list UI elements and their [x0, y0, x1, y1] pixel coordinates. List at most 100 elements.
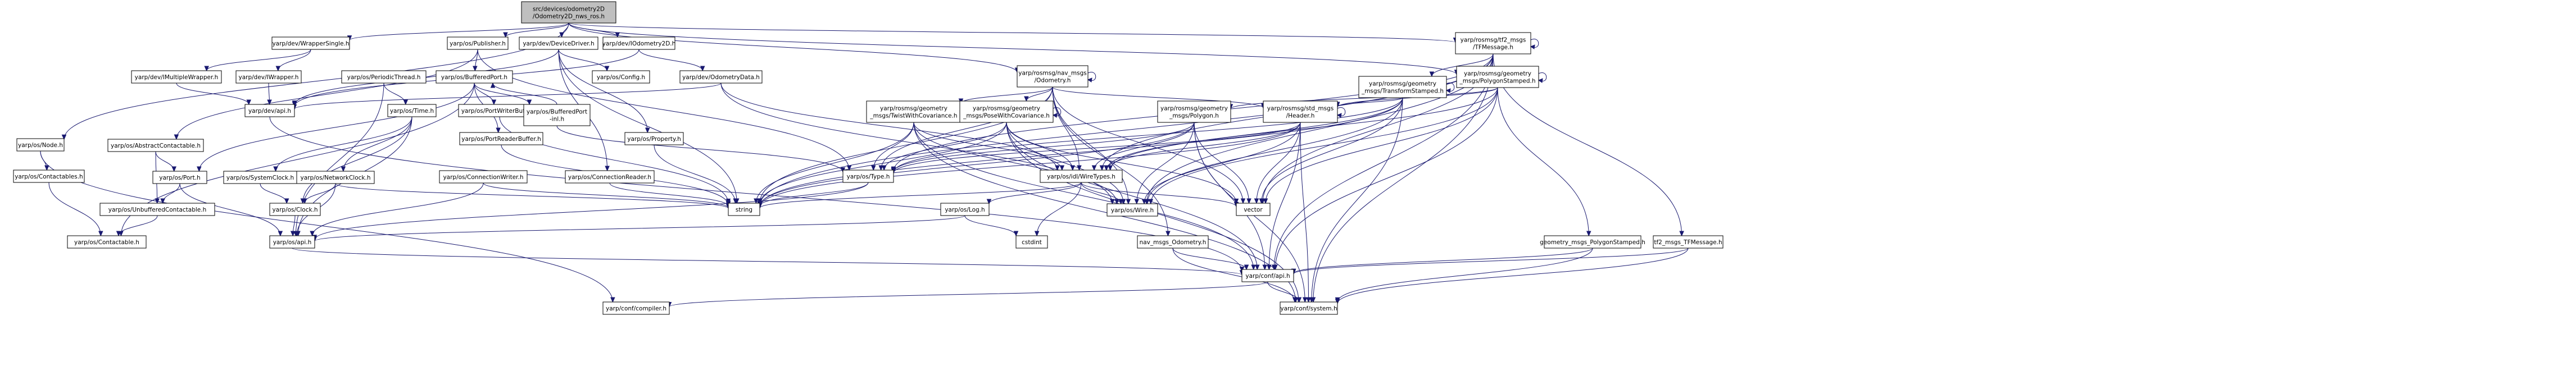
node-Port[interactable]: yarp/os/Port.h	[152, 171, 207, 184]
node-box	[447, 36, 509, 50]
node-Contactable[interactable]: yarp/os/Contactable.h	[67, 235, 147, 249]
node-IWrapper[interactable]: yarp/dev/IWrapper.h	[235, 70, 302, 84]
node-box	[459, 132, 543, 145]
node-Time[interactable]: yarp/os/Time.h	[387, 104, 437, 117]
node-confSystem[interactable]: yarp/conf/system.h	[1280, 301, 1338, 315]
edge-BufferedPort-to-BufferedPortInl	[474, 83, 532, 106]
node-box	[269, 203, 321, 216]
node-label: yarp/conf/system.h	[1280, 305, 1337, 312]
node-geomPolygonStamped[interactable]: geometry_msgs_PolygonStamped.h	[1540, 235, 1645, 249]
node-cstdint[interactable]: cstdint	[1015, 235, 1048, 249]
node-label: yarp/rosmsg/nav_msgs	[1018, 70, 1086, 77]
node-osApi[interactable]: yarp/os/api.h	[269, 235, 315, 249]
edge-DeviceDriver-to-Config	[558, 49, 610, 72]
node-tf2TFMessage[interactable]: yarp/rosmsg/tf2_msgs/TFMessage.h	[1455, 32, 1531, 54]
node-idlWireTypes[interactable]: yarp/os/idl/WireTypes.h	[1040, 170, 1123, 183]
node-Polygon[interactable]: yarp/rosmsg/geometry_msgs/Polygon.h	[1157, 100, 1231, 123]
edge-TransformStamped-to-idlWireTypes	[1104, 97, 1403, 171]
node-box	[269, 235, 315, 249]
node-AbstractContactable[interactable]: yarp/os/AbstractContactable.h	[107, 139, 204, 152]
node-BufferedPortInl[interactable]: yarp/os/BufferedPort-inl.h	[523, 104, 591, 126]
edge-BufferedPortInl-to-BufferedPort	[490, 82, 557, 105]
node-TransformStamped[interactable]: yarp/rosmsg/geometry_msgs/TransformStamp…	[1358, 76, 1447, 98]
node-label: yarp/dev/api.h	[248, 108, 291, 115]
node-label: /TFMessage.h	[1473, 44, 1513, 51]
node-stdHeader[interactable]: yarp/rosmsg/std_msgs/Header.h	[1263, 100, 1338, 123]
node-confCompiler[interactable]: yarp/conf/compiler.h	[602, 301, 670, 315]
node-NetworkClock[interactable]: yarp/os/NetworkClock.h	[296, 171, 375, 184]
node-root: src/devices/odometry2D/Odometry2D_nws_ro…	[521, 1, 616, 24]
node-box	[107, 139, 204, 152]
node-BufferedPort[interactable]: yarp/os/BufferedPort.h	[436, 70, 513, 84]
edge-Log-to-cstdint	[964, 215, 1019, 237]
node-TwistWithCovariance[interactable]: yarp/rosmsg/geometry_msgs/TwistWithCovar…	[866, 100, 962, 123]
node-label: yarp/rosmsg/geometry	[1369, 81, 1436, 88]
edge-navOdometry-to-Wire	[1052, 86, 1131, 205]
edge-PolygonStamped-to-PolygonStamped	[1538, 72, 1547, 83]
node-label: yarp/os/idl/WireTypes.h	[1047, 173, 1115, 180]
node-ConnectionReader[interactable]: yarp/os/ConnectionReader.h	[565, 170, 655, 184]
edge-geomPolygonStamped-to-confApi	[1291, 248, 1593, 274]
node-OdometryData[interactable]: yarp/dev/OdometryData.h	[679, 70, 763, 84]
node-PortReaderBuffer[interactable]: yarp/os/PortReaderBuffer.h	[459, 132, 543, 145]
node-label: yarp/rosmsg/geometry	[880, 106, 947, 112]
node-box	[959, 100, 1054, 123]
node-string[interactable]: string	[728, 203, 760, 216]
node-Publisher[interactable]: yarp/os/Publisher.h	[447, 36, 509, 50]
node-label: string	[736, 207, 752, 213]
edge-PortWriterBuffer-to-string	[499, 116, 731, 204]
edge-DeviceDriver-to-Property	[558, 49, 650, 134]
node-navOdometry[interactable]: yarp/rosmsg/nav_msgs/Odometry.h	[1017, 65, 1089, 88]
node-label: tf2_msgs_TFMessage.h	[1654, 239, 1722, 246]
node-PeriodicThread[interactable]: yarp/os/PeriodicThread.h	[341, 70, 427, 84]
node-box	[1455, 32, 1531, 54]
node-ConnectionWriter[interactable]: yarp/os/ConnectionWriter.h	[439, 170, 528, 184]
node-confApi[interactable]: yarp/conf/api.h	[1241, 269, 1294, 282]
node-PoseWithCovariance[interactable]: yarp/rosmsg/geometry_msgs/PoseWithCovari…	[959, 100, 1054, 123]
edge-TwistWithCovariance-to-idlWireTypes	[913, 122, 1065, 171]
node-box	[1106, 203, 1158, 217]
node-Contactables[interactable]: yarp/os/Contactables.h	[13, 170, 85, 183]
node-box	[16, 138, 65, 152]
edge-Polygon-to-vector	[1194, 122, 1251, 204]
node-IOdometry2D[interactable]: yarp/dev/IOdometry2D.h	[602, 36, 676, 50]
node-Config[interactable]: yarp/os/Config.h	[592, 70, 650, 84]
node-Node[interactable]: yarp/os/Node.h	[16, 138, 65, 152]
node-devApi[interactable]: yarp/dev/api.h	[244, 104, 295, 117]
node-UnbufferedContactable[interactable]: yarp/os/UnbufferedContactable.h	[99, 203, 215, 216]
edge-root-to-tf2TFMessage	[568, 22, 1458, 43]
node-box	[728, 203, 760, 216]
edge-BufferedPortInl-to-Type	[556, 125, 846, 173]
node-Clock[interactable]: yarp/os/Clock.h	[269, 203, 321, 216]
node-Type[interactable]: yarp/os/Type.h	[842, 170, 894, 183]
edge-PoseWithCovariance-to-PoseWithCovariance	[1052, 107, 1062, 118]
node-label: yarp/rosmsg/geometry	[1160, 106, 1228, 112]
node-DeviceDriver[interactable]: yarp/dev/DeviceDriver.h	[519, 36, 598, 50]
node-box	[1015, 235, 1048, 249]
node-navMsgsOdometry[interactable]: nav_msgs_Odometry.h	[1137, 235, 1209, 249]
node-Log[interactable]: yarp/os/Log.h	[940, 203, 990, 216]
node-PolygonStamped[interactable]: yarp/rosmsg/geometry_msgs/PolygonStamped…	[1456, 66, 1539, 88]
node-SystemClock[interactable]: yarp/os/SystemClock.h	[223, 171, 297, 184]
node-label: yarp/dev/IMultipleWrapper.h	[135, 74, 219, 81]
node-tf2MsgsTFMessage[interactable]: tf2_msgs_TFMessage.h	[1653, 235, 1724, 249]
node-box	[1653, 235, 1724, 249]
node-Property[interactable]: yarp/os/Property.h	[624, 132, 684, 145]
node-label: yarp/os/api.h	[273, 239, 312, 246]
node-label: _msgs/TransformStamped.h	[1361, 88, 1444, 95]
node-box	[341, 70, 427, 84]
node-Wire[interactable]: yarp/os/Wire.h	[1106, 203, 1158, 217]
node-label: yarp/rosmsg/geometry	[973, 106, 1040, 112]
node-label: yarp/os/PortReaderBuffer.h	[461, 136, 541, 143]
edge-stdHeader-to-Wire	[1141, 122, 1301, 205]
edge-navOdometry-to-PoseWithCovariance	[1024, 86, 1053, 102]
edge-IWrapper-to-devApi	[267, 83, 272, 106]
node-PortWriterBuffer[interactable]: yarp/os/PortWriterBuffer.h	[458, 104, 541, 117]
node-IMultipleWrapper[interactable]: yarp/dev/IMultipleWrapper.h	[131, 70, 222, 84]
node-WrapperSingle[interactable]: yarp/dev/WrapperSingle.h	[271, 36, 350, 50]
node-vector[interactable]: vector	[1236, 203, 1271, 216]
edge-navMsgsOdometry-to-confSystem	[1172, 248, 1298, 303]
edge-WrapperSingle-to-IWrapper	[275, 49, 311, 72]
node-box	[439, 170, 528, 184]
edge-idlWireTypes-to-cstdint	[1034, 182, 1082, 237]
